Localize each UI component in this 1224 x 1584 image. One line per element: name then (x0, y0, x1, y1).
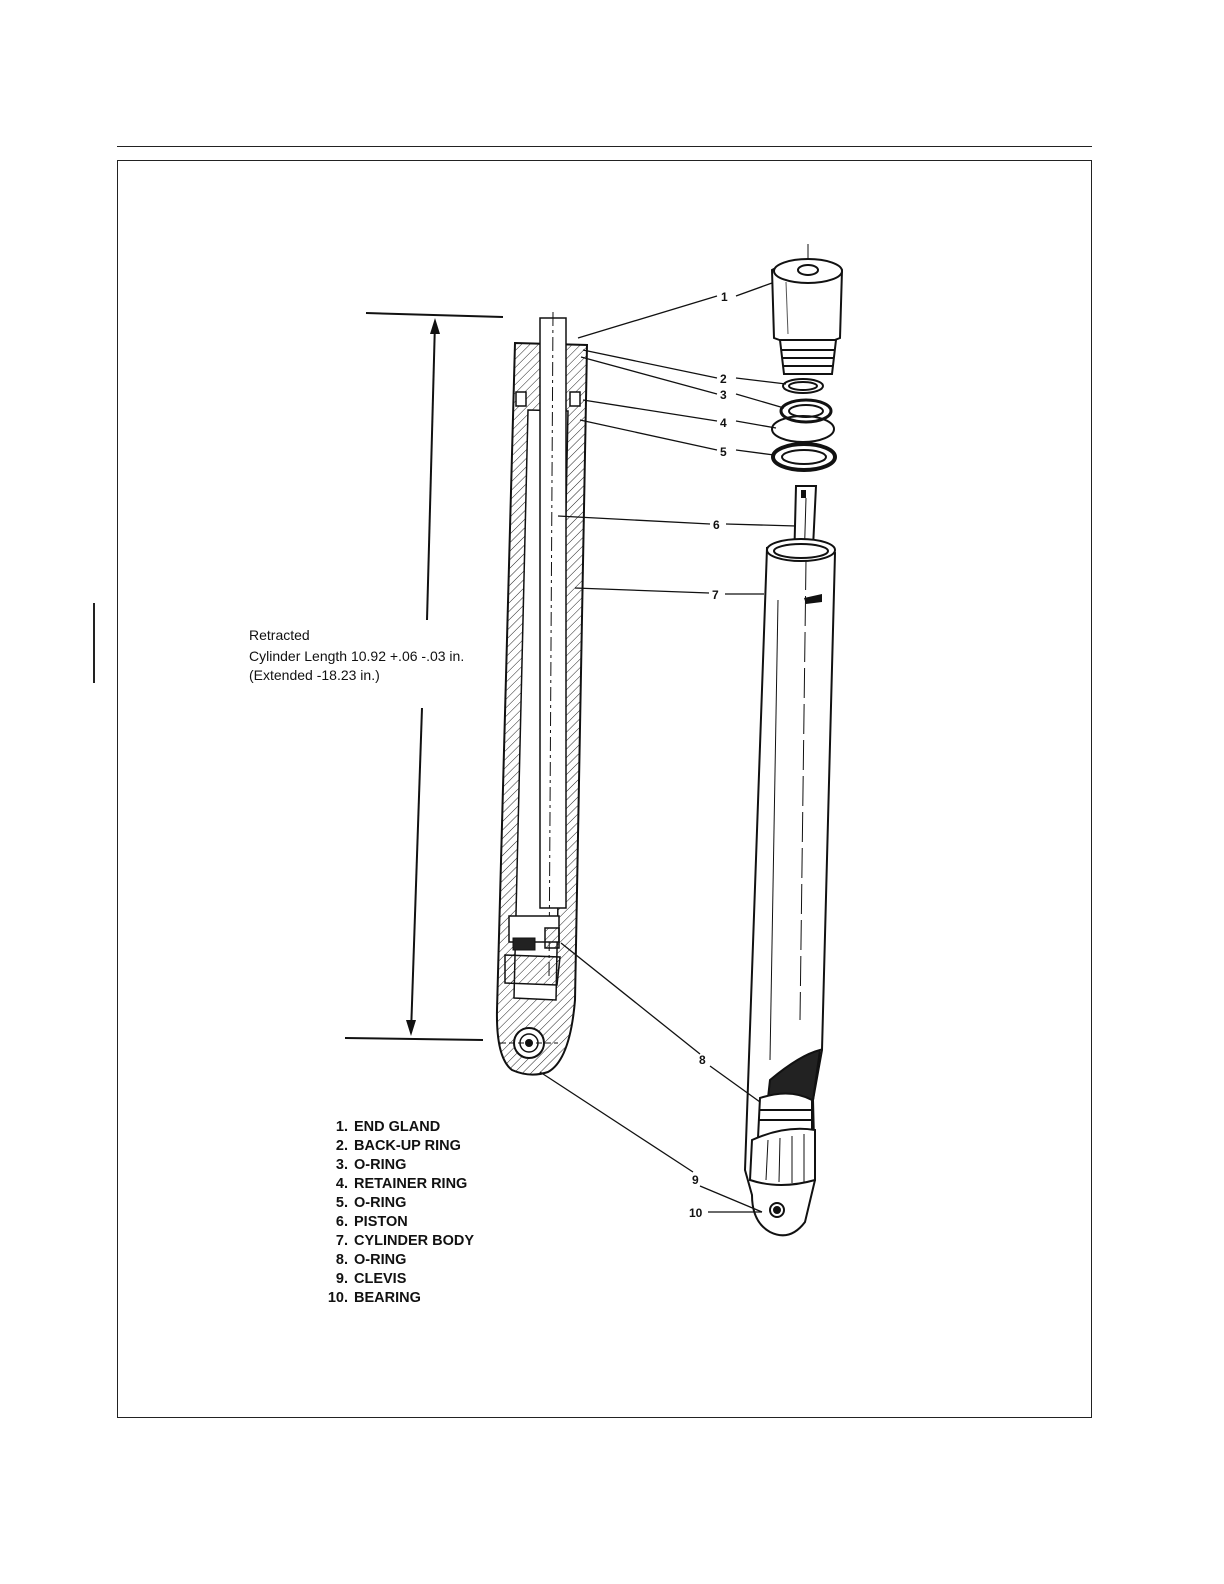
legend-item: 1. END GLAND (314, 1118, 474, 1137)
legend-item: 4. RETAINER RING (314, 1175, 474, 1194)
legend-label: PISTON (354, 1214, 408, 1230)
callout-10: 10 (689, 1206, 703, 1220)
callout-6: 6 (713, 518, 720, 532)
dimension-arrow-top (430, 318, 440, 334)
legend-item: 9. CLEVIS (314, 1270, 474, 1289)
parts-legend: 1. END GLAND 2. BACK-UP RING 3. O-RING 4. RE… (314, 1118, 474, 1308)
exploded-cylinder (745, 244, 842, 1235)
callout-5: 5 (720, 445, 727, 459)
callout-9: 9 (692, 1173, 699, 1187)
legend-number: 3. (314, 1156, 348, 1175)
dimension-label-line2: Cylinder Length 10.92 +.06 -.03 in. (249, 648, 464, 665)
legend-label: BEARING (354, 1290, 421, 1306)
legend-number: 6. (314, 1213, 348, 1232)
callout-3: 3 (720, 388, 727, 402)
legend-number: 5. (314, 1194, 348, 1213)
legend-item: 7. CYLINDER BODY (314, 1232, 474, 1251)
dimension-label-line1: Retracted (249, 627, 310, 644)
callout-1: 1 (721, 290, 728, 304)
legend-number: 10. (314, 1289, 348, 1308)
legend-item: 10. BEARING (314, 1289, 474, 1308)
legend-number: 7. (314, 1232, 348, 1251)
dimension-arrow-bottom (406, 1020, 416, 1036)
sectioned-cylinder (497, 312, 587, 1075)
legend-label: CLEVIS (354, 1271, 406, 1287)
legend-label: RETAINER RING (354, 1176, 467, 1192)
legend-item: 6. PISTON (314, 1213, 474, 1232)
legend-item: 3. O-RING (314, 1156, 474, 1175)
callout-8: 8 (699, 1053, 706, 1067)
callout-4: 4 (720, 416, 727, 430)
legend-item: 5. O-RING (314, 1194, 474, 1213)
dimension-label-line3: (Extended -18.23 in.) (249, 667, 380, 684)
legend-label: CYLINDER BODY (354, 1233, 474, 1249)
legend-number: 1. (314, 1118, 348, 1137)
legend-label: O-RING (354, 1195, 406, 1211)
legend-number: 9. (314, 1270, 348, 1289)
legend-number: 4. (314, 1175, 348, 1194)
legend-label: END GLAND (354, 1119, 440, 1135)
callout-numbers: 1 2 3 4 5 6 7 8 9 10 (689, 290, 728, 1220)
legend-number: 8. (314, 1251, 348, 1270)
legend-number: 2. (314, 1137, 348, 1156)
legend-label: O-RING (354, 1252, 406, 1268)
legend-label: BACK-UP RING (354, 1138, 461, 1154)
legend-item: 8. O-RING (314, 1251, 474, 1270)
legend-item: 2. BACK-UP RING (314, 1137, 474, 1156)
callout-7: 7 (712, 588, 719, 602)
legend-label: O-RING (354, 1157, 406, 1173)
callout-2: 2 (720, 372, 727, 386)
